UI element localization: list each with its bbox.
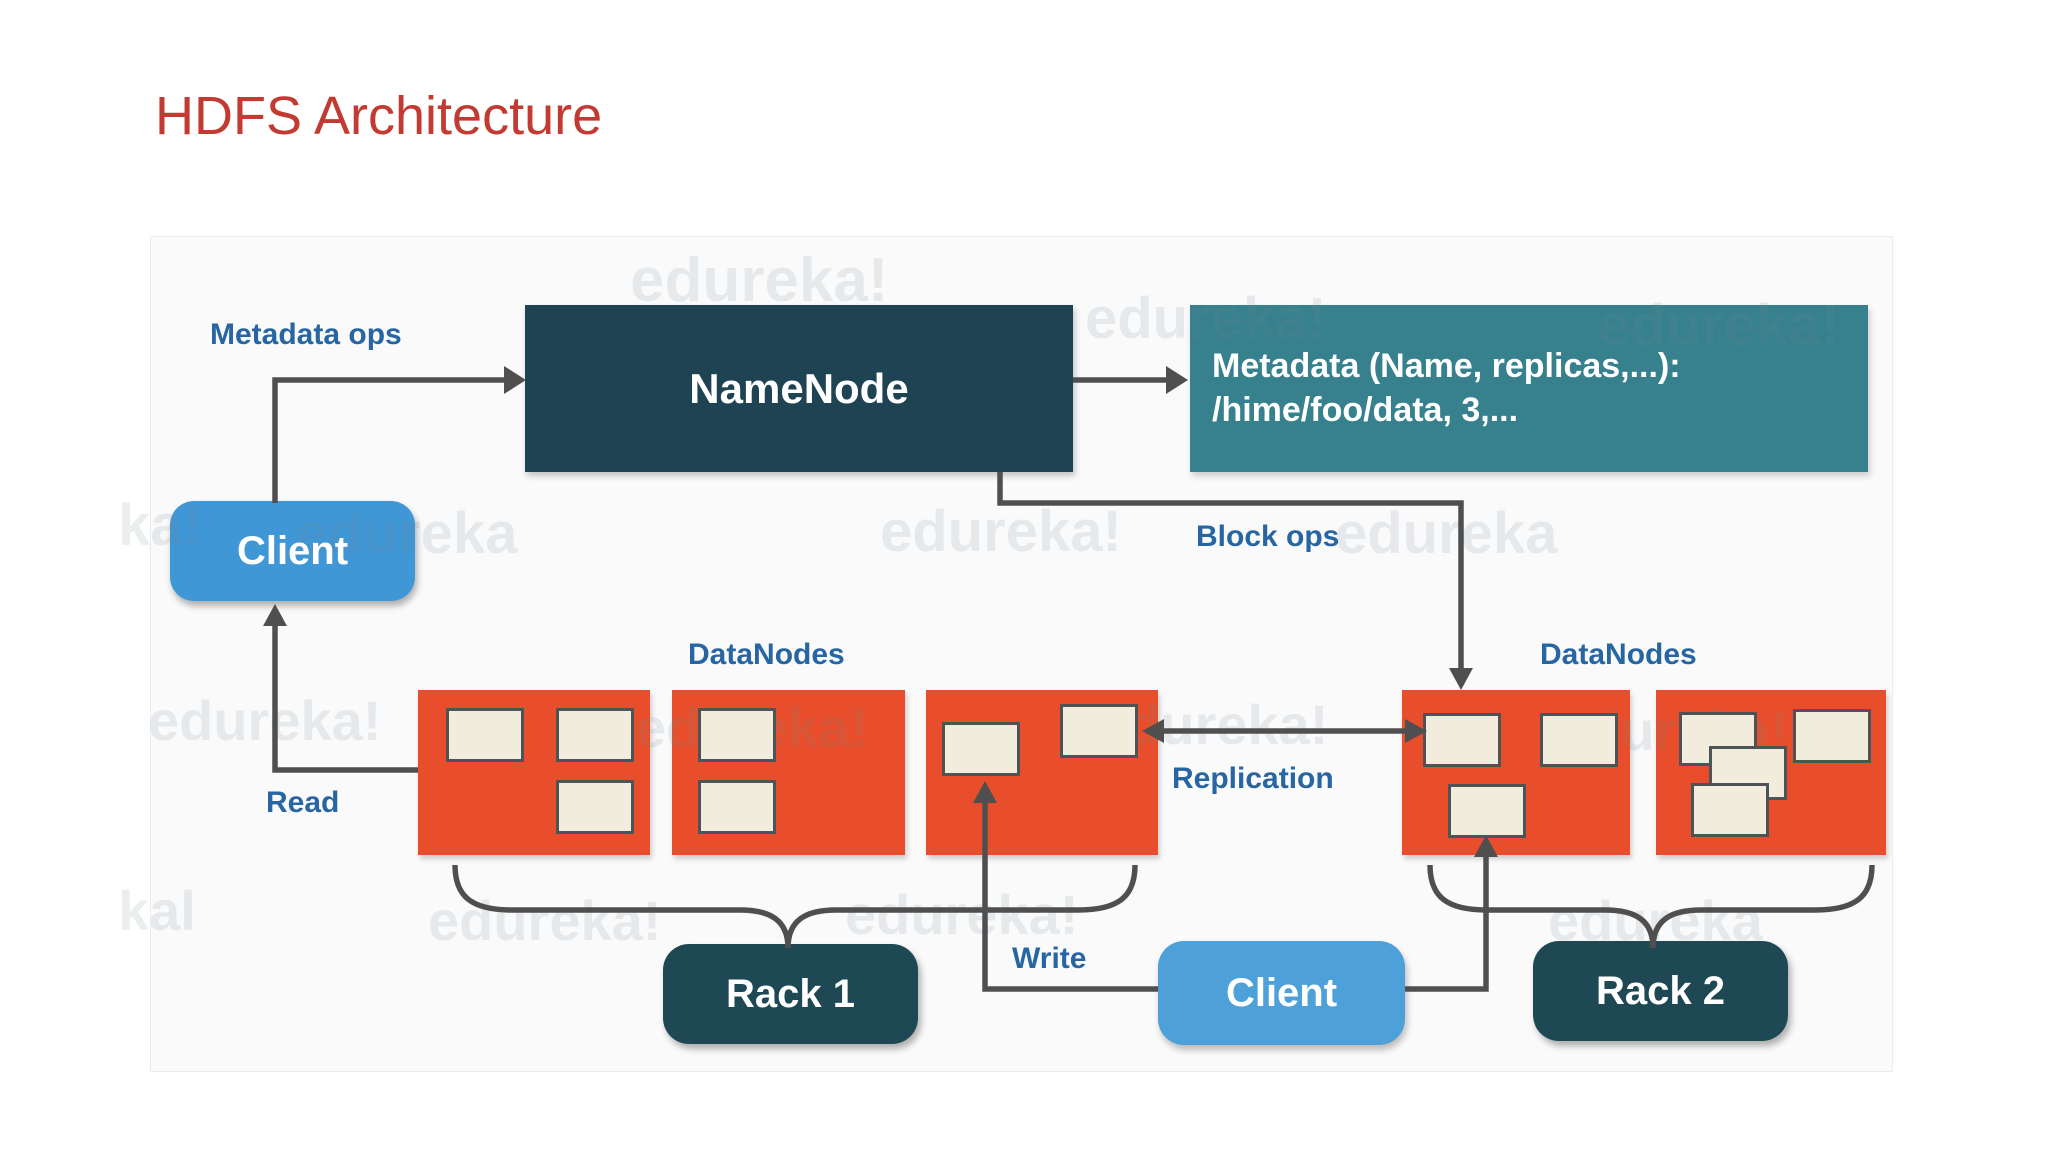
- read-label: Read: [266, 786, 340, 819]
- data-block: [942, 722, 1020, 776]
- datanodes-right-label: DataNodes: [1540, 638, 1697, 671]
- data-block: [446, 708, 524, 762]
- metadata-line1: Metadata (Name, replicas,...):: [1212, 346, 1681, 385]
- data-block: [556, 708, 634, 762]
- page-title: HDFS Architecture: [155, 86, 603, 146]
- data-block: [698, 708, 776, 762]
- block-ops-label: Block ops: [1196, 520, 1340, 553]
- data-block: [1793, 709, 1871, 763]
- datanodes-left-label: DataNodes: [688, 638, 845, 671]
- data-block: [1691, 783, 1769, 837]
- rack2-label: Rack 2: [1596, 968, 1725, 1013]
- client-top-label: Client: [236, 528, 349, 573]
- metadata-text: Metadata (Name, replicas,...): /hime/foo…: [1212, 345, 1681, 432]
- data-block: [1540, 713, 1618, 767]
- data-block: [1423, 713, 1501, 767]
- client-bottom-label: Client: [1225, 970, 1338, 1015]
- data-block: [1060, 704, 1138, 758]
- metadata-ops-label: Metadata ops: [210, 318, 402, 351]
- namenode-label: NameNode: [689, 364, 909, 412]
- client-top-box: Client: [170, 501, 415, 601]
- rack1-box: Rack 1: [663, 944, 918, 1044]
- client-bottom-box: Client: [1158, 941, 1405, 1045]
- namenode-box: NameNode: [525, 305, 1073, 472]
- replication-label: Replication: [1172, 762, 1334, 795]
- data-block: [698, 780, 776, 834]
- data-block: [556, 780, 634, 834]
- data-block: [1448, 784, 1526, 838]
- metadata-line2: /hime/foo/data, 3,...: [1212, 390, 1519, 429]
- write-label: Write: [1012, 942, 1087, 975]
- rack2-box: Rack 2: [1533, 941, 1788, 1041]
- rack1-label: Rack 1: [726, 971, 855, 1016]
- metadata-box: Metadata (Name, replicas,...): /hime/foo…: [1190, 305, 1868, 472]
